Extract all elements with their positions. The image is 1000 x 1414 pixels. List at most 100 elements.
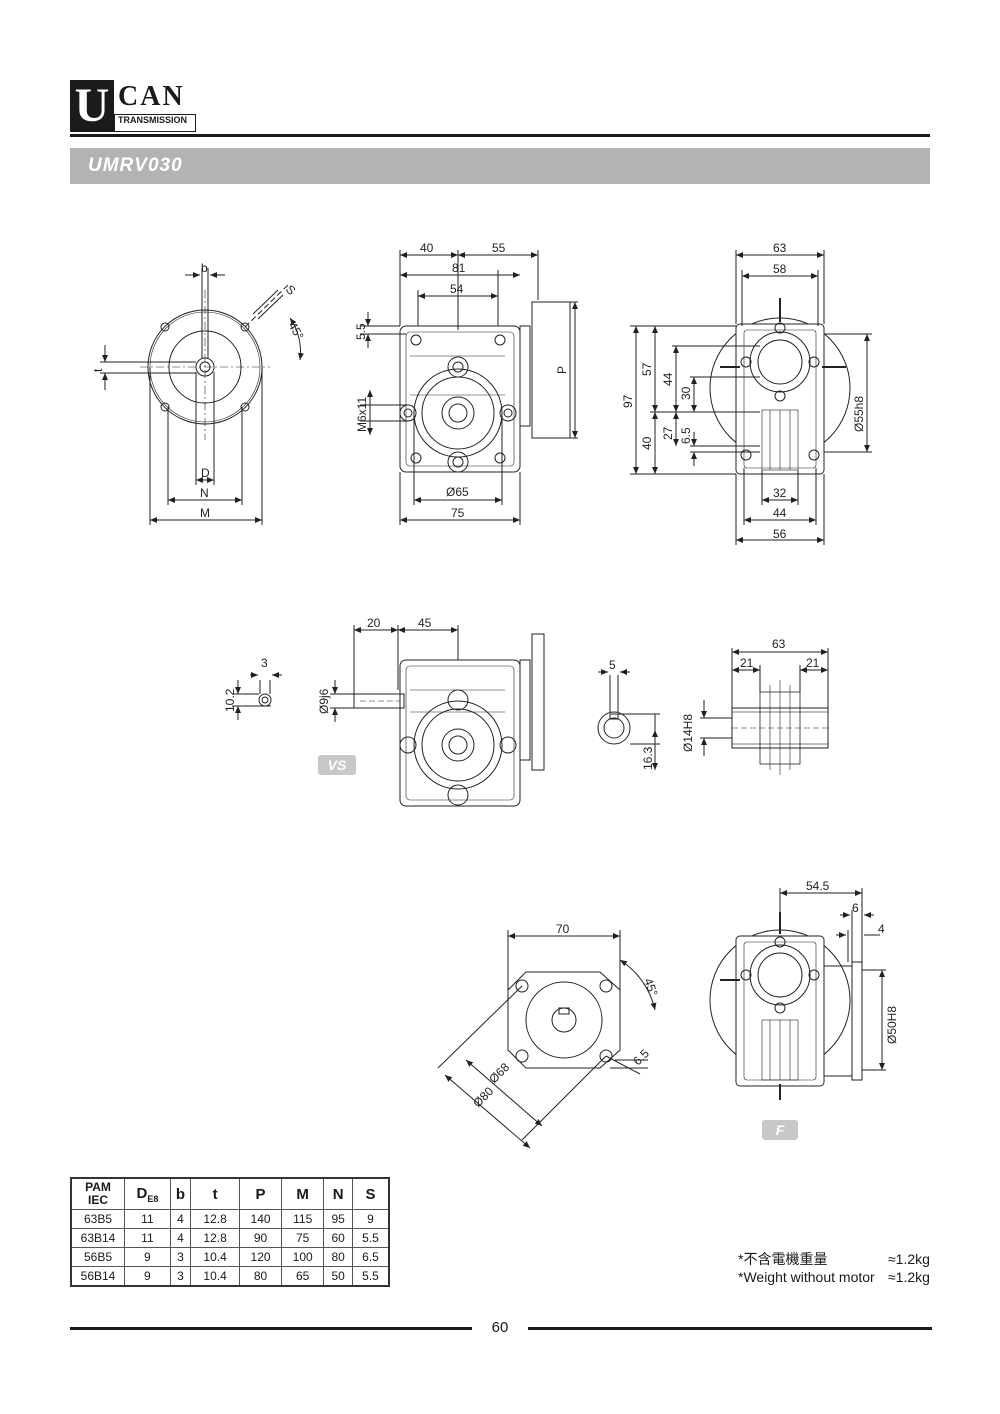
dim-side-58: 58 <box>773 262 787 276</box>
dim-side-32: 32 <box>773 486 787 500</box>
dim-f-6-5: 6.5 <box>630 1046 652 1068</box>
col-t: t <box>190 1177 240 1210</box>
weight-en-value: ≈1.2kg <box>888 1269 930 1285</box>
shaft-view <box>597 648 829 775</box>
dim-front-65: Ø65 <box>446 485 469 499</box>
weight-en: *Weight without motor ≈1.2kg <box>738 1268 930 1286</box>
table-cell: 10.4 <box>190 1266 240 1287</box>
table-cell: 56B14 <box>70 1266 125 1287</box>
dim-vs-9j6: Ø9j6 <box>317 688 331 714</box>
table-cell: 63B5 <box>70 1209 125 1229</box>
dim-side-44b: 44 <box>773 506 787 520</box>
table-cell: 11 <box>124 1228 171 1248</box>
dim-side-97: 97 <box>621 394 635 408</box>
dim-front-55: 55 <box>492 241 506 255</box>
dim-side-40: 40 <box>640 436 654 450</box>
table-cell: 80 <box>238 1266 283 1287</box>
table-cell: 5.5 <box>352 1266 390 1287</box>
dim-fs-50h8: Ø50H8 <box>885 1006 899 1044</box>
dim-flange-s: S <box>283 282 299 298</box>
dim-front-p: P <box>555 366 569 374</box>
dim-side-27: 27 <box>661 426 675 440</box>
flange-f-view <box>437 930 657 1149</box>
table-cell: 9 <box>124 1266 171 1287</box>
page-number: 60 <box>491 1319 509 1336</box>
dim-side-57: 57 <box>640 362 654 376</box>
weight-zh-value: ≈1.2kg <box>888 1251 930 1267</box>
dim-f-70: 70 <box>556 922 570 936</box>
dim-side-44: 44 <box>661 372 675 386</box>
dim-shaft-5: 5 <box>609 658 616 672</box>
dim-vs-3: 3 <box>261 656 268 670</box>
dim-f-68: Ø68 <box>486 1060 512 1086</box>
dim-front-40: 40 <box>420 241 434 255</box>
model-title-bar: UMRV030 <box>70 148 930 184</box>
dim-side-63: 63 <box>773 241 787 255</box>
col-s: S <box>352 1177 390 1210</box>
logo-subtitle: TRANSMISSION <box>118 115 188 125</box>
side-view <box>630 250 872 545</box>
model-title: UMRV030 <box>88 155 183 176</box>
table-cell: 10.4 <box>190 1247 240 1267</box>
logo-letter: U <box>70 80 114 132</box>
front-view <box>360 250 578 525</box>
table-cell: 95 <box>323 1209 354 1229</box>
spec-header-row: PAM IEC DE8 b t P M N S <box>70 1177 390 1210</box>
dim-flange-d: D <box>201 466 210 480</box>
table-cell: 12.8 <box>190 1209 240 1229</box>
weight-en-label: *Weight without motor <box>738 1269 875 1285</box>
dim-flange-t: t <box>91 368 105 372</box>
table-cell: 3 <box>169 1266 192 1287</box>
dim-fs-54-5: 54.5 <box>806 879 830 893</box>
weight-note: *不含電機重量 ≈1.2kg *Weight without motor ≈1.… <box>738 1250 930 1286</box>
dim-flange-b: b <box>201 261 208 275</box>
flange-f-side-view <box>709 888 886 1100</box>
table-cell: 120 <box>238 1247 283 1267</box>
col-p: P <box>238 1177 283 1210</box>
dim-front-54: 54 <box>450 282 464 296</box>
col-de8: DE8 <box>124 1177 171 1210</box>
col-m: M <box>281 1177 325 1210</box>
footer-rule-left <box>70 1327 472 1330</box>
dim-f-angle: 45° <box>641 976 660 998</box>
vs-view <box>232 625 545 807</box>
table-cell: 63B14 <box>70 1228 125 1248</box>
table-cell: 6.5 <box>352 1247 390 1267</box>
table-row: 63B5 11 4 12.8 140 115 95 9 <box>70 1209 390 1229</box>
dim-shaft-63: 63 <box>772 637 786 651</box>
col-b: b <box>169 1177 192 1210</box>
dim-vs-45: 45 <box>418 616 432 630</box>
table-cell: 9 <box>352 1209 390 1229</box>
dim-side-30: 30 <box>679 386 693 400</box>
dim-vs-20: 20 <box>367 616 381 630</box>
dimension-labels: b S 45° t D N M 40 55 81 54 5.5 M6x11 P … <box>91 241 899 1110</box>
table-cell: 65 <box>281 1266 325 1287</box>
dim-flange-n: N <box>200 486 209 500</box>
table-cell: 11 <box>124 1209 171 1229</box>
table-cell: 3 <box>169 1247 192 1267</box>
dim-shaft-21a: 21 <box>740 656 754 670</box>
brand-logo: U CAN TRANSMISSION <box>70 80 196 132</box>
table-cell: 75 <box>281 1228 325 1248</box>
dim-shaft-14h8: Ø14H8 <box>681 714 695 752</box>
table-row: 56B5 9 3 10.4 120 100 80 6.5 <box>70 1247 390 1267</box>
table-cell: 5.5 <box>352 1228 390 1248</box>
table-row: 63B14 11 4 12.8 90 75 60 5.5 <box>70 1228 390 1248</box>
table-cell: 50 <box>323 1266 354 1287</box>
flange-view <box>100 268 304 525</box>
header-rule <box>70 134 930 137</box>
footer-rule-right <box>528 1327 932 1330</box>
dim-flange-m: M <box>200 506 210 520</box>
dim-fs-4: 4 <box>878 922 885 936</box>
dim-f-80: Ø80 <box>470 1084 496 1110</box>
dim-front-75: 75 <box>451 506 465 520</box>
table-cell: 80 <box>323 1247 354 1267</box>
dim-side-55h8: Ø55h8 <box>852 396 866 432</box>
dim-fs-6: 6 <box>852 901 859 915</box>
col-pam-iec: PAM IEC <box>70 1177 125 1210</box>
dim-side-56: 56 <box>773 527 787 541</box>
dim-vs-10-2: 10.2 <box>223 688 237 712</box>
col-n: N <box>323 1177 354 1210</box>
dim-flange-angle: 45° <box>285 320 306 343</box>
